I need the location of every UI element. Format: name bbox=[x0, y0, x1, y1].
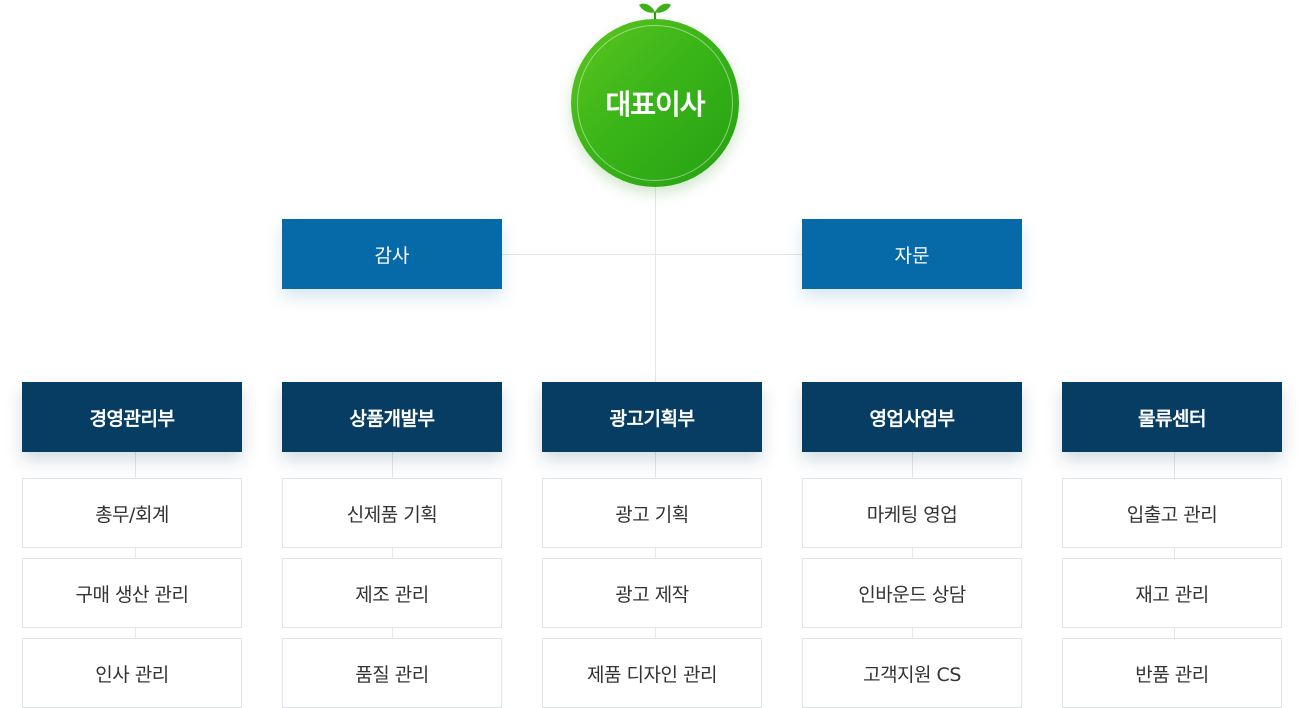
task-item: 제조 관리 bbox=[282, 558, 502, 628]
task-item: 반품 관리 bbox=[1062, 638, 1282, 708]
task-item: 광고 기획 bbox=[542, 478, 762, 548]
dept-label: 물류센터 bbox=[1138, 407, 1206, 430]
task-label: 인사 관리 bbox=[95, 663, 169, 686]
task-label: 입출고 관리 bbox=[1126, 503, 1218, 526]
dept-product-development: 상품개발부 bbox=[282, 382, 502, 452]
dept-management: 경영관리부 bbox=[22, 382, 242, 452]
task-item: 총무/회계 bbox=[22, 478, 242, 548]
task-item: 광고 제작 bbox=[542, 558, 762, 628]
dept-sales: 영업사업부 bbox=[802, 382, 1022, 452]
task-label: 품질 관리 bbox=[355, 663, 429, 686]
task-label: 고객지원 CS bbox=[863, 663, 961, 686]
task-label: 신제품 기획 bbox=[346, 503, 438, 526]
task-item: 인바운드 상담 bbox=[802, 558, 1022, 628]
ceo-node: 대표이사 bbox=[570, 0, 740, 190]
advisory-consulting-label: 자문 bbox=[894, 244, 930, 267]
task-item: 신제품 기획 bbox=[282, 478, 502, 548]
task-item: 인사 관리 bbox=[22, 638, 242, 708]
task-item: 제품 디자인 관리 bbox=[542, 638, 762, 708]
task-item: 고객지원 CS bbox=[802, 638, 1022, 708]
task-item: 입출고 관리 bbox=[1062, 478, 1282, 548]
dept-label: 경영관리부 bbox=[89, 407, 175, 430]
connector-ceo-to-center bbox=[655, 186, 656, 382]
ceo-label: 대표이사 bbox=[605, 88, 705, 121]
task-item: 품질 관리 bbox=[282, 638, 502, 708]
task-label: 총무/회계 bbox=[95, 503, 169, 526]
task-label: 인바운드 상담 bbox=[858, 583, 966, 606]
ceo-circle: 대표이사 bbox=[571, 19, 739, 187]
task-item: 마케팅 영업 bbox=[802, 478, 1022, 548]
task-label: 제품 디자인 관리 bbox=[587, 663, 717, 686]
task-label: 재고 관리 bbox=[1135, 583, 1209, 606]
task-item: 재고 관리 bbox=[1062, 558, 1282, 628]
advisory-audit-label: 감사 bbox=[374, 244, 410, 267]
ceo-ring bbox=[577, 25, 733, 181]
connector-advisory bbox=[502, 254, 802, 255]
task-item: 구매 생산 관리 bbox=[22, 558, 242, 628]
dept-advertising: 광고기획부 bbox=[542, 382, 762, 452]
task-label: 구매 생산 관리 bbox=[75, 583, 189, 606]
dept-label: 상품개발부 bbox=[349, 407, 435, 430]
advisory-consulting: 자문 bbox=[802, 219, 1022, 289]
task-label: 제조 관리 bbox=[355, 583, 429, 606]
task-label: 마케팅 영업 bbox=[866, 503, 958, 526]
dept-label: 영업사업부 bbox=[869, 407, 955, 430]
task-label: 광고 제작 bbox=[615, 583, 689, 606]
advisory-audit: 감사 bbox=[282, 219, 502, 289]
dept-logistics: 물류센터 bbox=[1062, 382, 1282, 452]
task-label: 광고 기획 bbox=[615, 503, 689, 526]
task-label: 반품 관리 bbox=[1135, 663, 1209, 686]
dept-label: 광고기획부 bbox=[609, 407, 695, 430]
